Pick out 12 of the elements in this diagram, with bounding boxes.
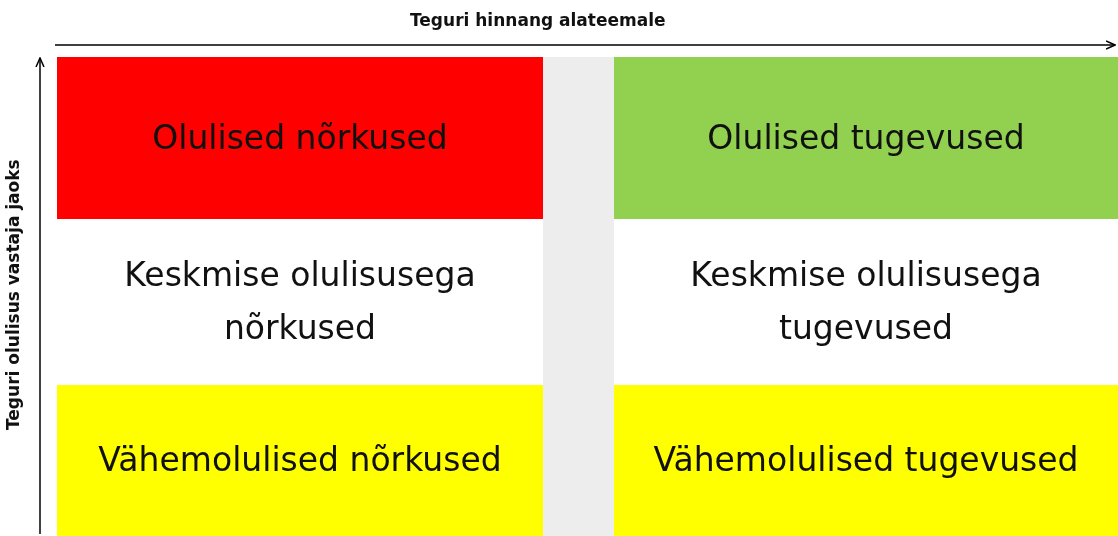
quadrant-panel (57, 385, 543, 536)
axis-label: Teguri hinnang alateemale (410, 10, 666, 30)
quadrant-label: Olulised tugevused (707, 116, 1025, 159)
quadrant-label: Vähemolulised nõrkused (98, 439, 502, 482)
quadrant-panel (57, 57, 543, 219)
quadrant-label: Keskmise olulisusega tugevused (689, 254, 1043, 349)
quadrant-label: Keskmise olulisusega nõrkused (123, 254, 477, 349)
quadrant-label: Vähemolulised tugevused (653, 439, 1079, 482)
quadrant-panel (614, 385, 1118, 536)
quadrant-label: Olulised nõrkused (152, 116, 448, 159)
quadrant-panel (614, 57, 1118, 219)
axis-label: Teguri olulisus vastaja jaoks (3, 160, 23, 430)
